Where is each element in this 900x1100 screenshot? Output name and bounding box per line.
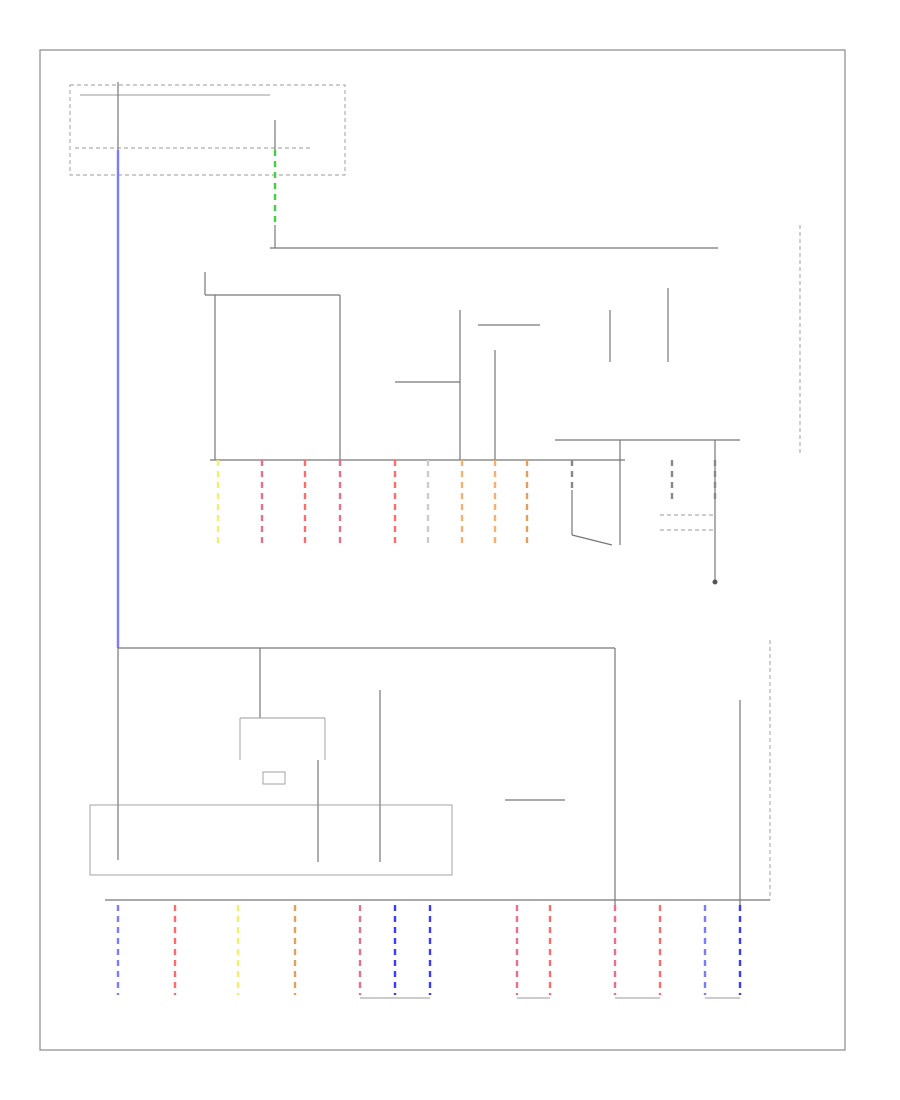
- diagram-frame: [39, 49, 846, 1051]
- control-module-box: [89, 804, 453, 876]
- sensor-ground-node: [712, 579, 718, 585]
- relay-ground-link: [571, 534, 613, 546]
- relay-coil: [262, 771, 286, 785]
- top-fuse-box: [69, 84, 346, 176]
